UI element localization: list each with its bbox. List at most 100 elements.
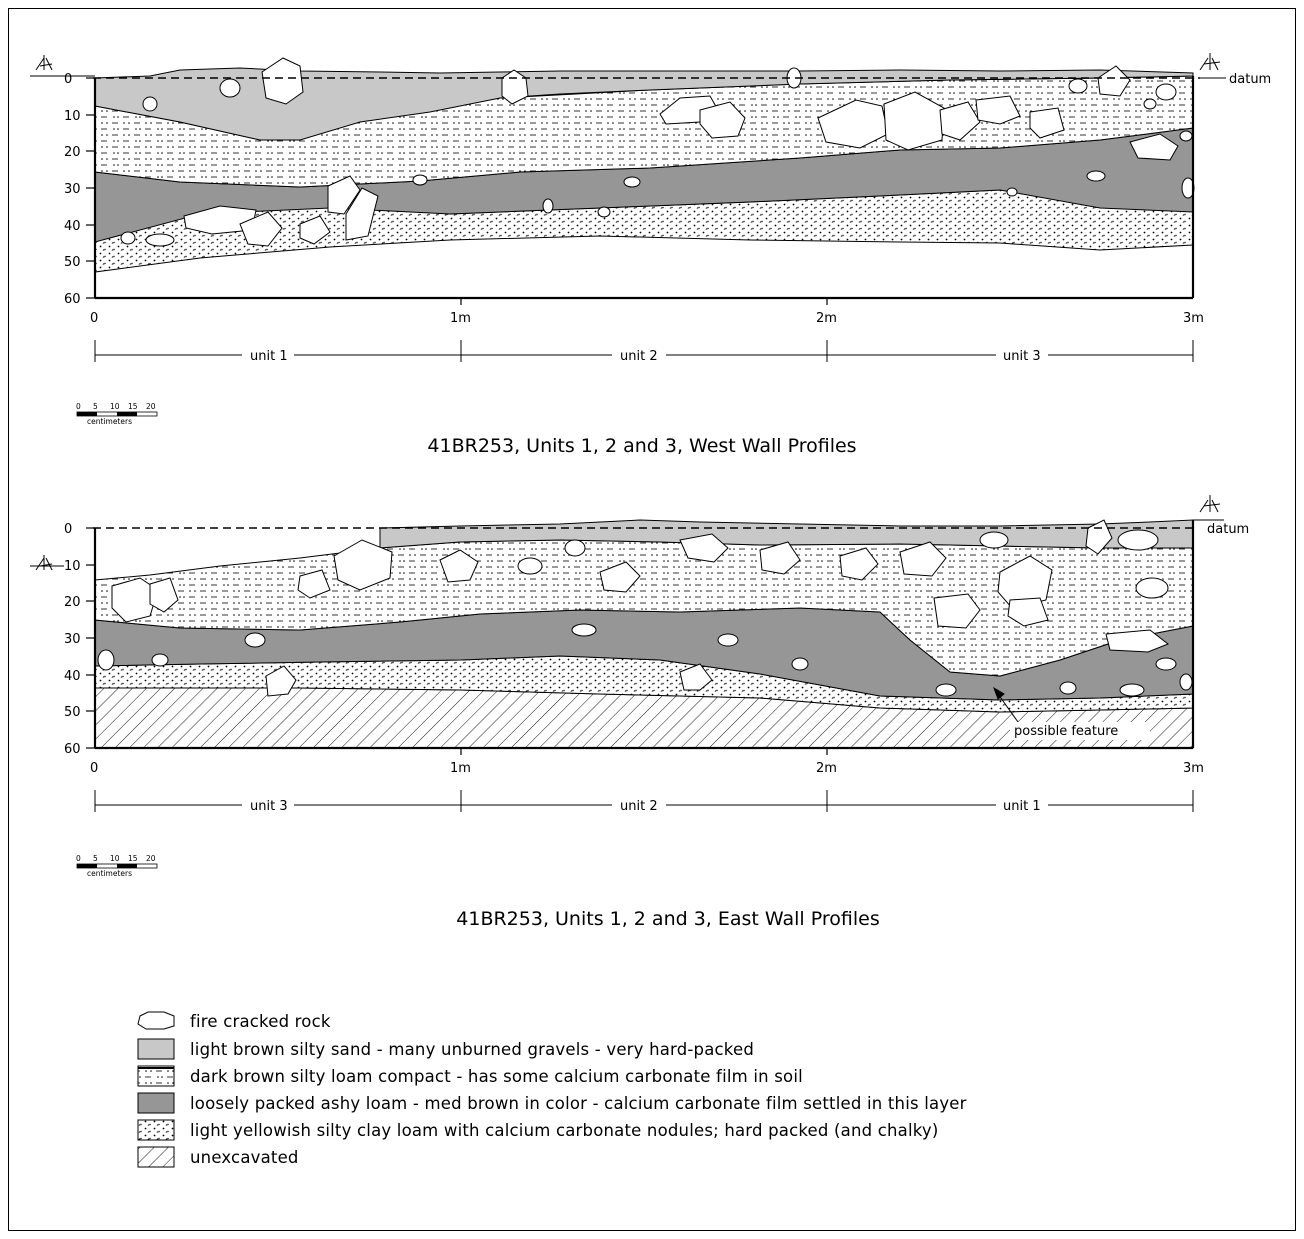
rock <box>883 91 945 151</box>
legend-item: dark brown silty loam compact - has some… <box>137 1065 803 1087</box>
west-title: 41BR253, Units 1, 2 and 3, West Wall Pro… <box>427 435 856 457</box>
west-rocks <box>120 57 1195 247</box>
west-layer-silty-sand <box>94 67 1194 141</box>
dots-swatch <box>137 1119 175 1141</box>
legend-label: dark brown silty loam compact - has some… <box>190 1067 803 1086</box>
rock <box>899 541 947 577</box>
rock <box>1129 133 1179 161</box>
rock <box>979 531 1009 549</box>
west-distance-tick: 0 <box>90 311 98 326</box>
legend-label: loosely packed ashy loam - med brown in … <box>190 1094 967 1113</box>
east-unit-label: unit 2 <box>620 799 658 814</box>
legend-label: light brown silty sand - many unburned g… <box>190 1040 754 1059</box>
legend-item: fire cracked rock <box>137 1011 331 1031</box>
rock <box>542 198 554 214</box>
west-unit-label: unit 2 <box>620 349 658 364</box>
rock <box>939 101 981 141</box>
east-strata <box>94 519 1194 749</box>
east-unit-label: unit 3 <box>250 799 288 814</box>
rock <box>1143 98 1157 110</box>
rock <box>1179 130 1193 142</box>
east-scale-bar: 0 5 10 15 20 centimeters <box>76 854 158 878</box>
rock <box>142 96 158 112</box>
dark-gray-swatch <box>137 1092 175 1114</box>
svg-text:10: 10 <box>110 854 120 863</box>
west-distance-tick: 2m <box>816 311 837 326</box>
rock <box>1155 657 1177 671</box>
east-depth-tick: 40 <box>64 669 81 684</box>
rock <box>219 78 241 98</box>
feature-label-box <box>1010 722 1150 740</box>
rock <box>1007 597 1049 627</box>
rock <box>1117 529 1159 551</box>
grass-icon <box>35 555 53 571</box>
grass-icon <box>35 55 53 71</box>
west-datum-label: datum <box>1229 72 1271 87</box>
rock <box>239 211 283 247</box>
rock <box>791 657 809 671</box>
rock <box>571 623 597 637</box>
rock <box>597 206 611 218</box>
east-distance-tick: 3m <box>1183 761 1204 776</box>
rock <box>679 533 729 563</box>
svg-text:5: 5 <box>93 402 98 411</box>
rock <box>265 665 297 697</box>
figure-frame <box>8 8 1296 1231</box>
rock <box>345 187 379 241</box>
west-depth-tick: 0 <box>64 72 72 87</box>
svg-text:20: 20 <box>146 402 156 411</box>
legend: fire cracked rock light brown silty sand… <box>137 1011 967 1168</box>
west-depth-tick: 40 <box>64 219 81 234</box>
legend-item: unexcavated <box>137 1146 299 1168</box>
rock <box>623 176 641 188</box>
rock <box>517 557 543 575</box>
rock <box>1179 673 1193 691</box>
rock <box>759 541 801 575</box>
east-depth-tick: 30 <box>64 632 81 647</box>
rock <box>149 577 179 613</box>
west-depth-tick: 60 <box>64 292 81 307</box>
rock <box>1006 187 1018 197</box>
rock-swatch-icon <box>137 1011 175 1030</box>
rock <box>1086 170 1106 182</box>
rock <box>244 632 266 648</box>
svg-text:centimeters: centimeters <box>87 417 132 426</box>
rock <box>327 175 361 215</box>
west-depth-tick: 30 <box>64 182 81 197</box>
rock <box>1029 107 1065 139</box>
rock <box>412 174 428 186</box>
rock <box>97 649 115 671</box>
rock <box>145 233 175 247</box>
rock <box>1068 78 1088 94</box>
rock <box>111 577 159 623</box>
legend-label: light yellowish silty clay loam with cal… <box>190 1121 939 1140</box>
west-unit-label: unit 3 <box>1003 349 1041 364</box>
feature-arrow <box>997 693 1019 723</box>
rock <box>151 653 169 667</box>
east-depth-tick: 10 <box>64 559 81 574</box>
dash-dot-swatch <box>137 1065 175 1087</box>
grass-icon <box>1199 495 1221 513</box>
rock <box>839 547 879 581</box>
rock <box>333 539 393 591</box>
east-labels: 0 10 20 30 40 50 60 0 1m 2m 3m unit 3 un… <box>64 522 1249 814</box>
rock <box>1059 681 1077 695</box>
svg-text:0: 0 <box>76 402 81 411</box>
svg-text:0: 0 <box>76 854 81 863</box>
rock <box>975 95 1021 125</box>
rock <box>299 215 331 245</box>
west-scale-bar: 0 5 10 15 20 centimeters <box>76 402 158 426</box>
svg-text:15: 15 <box>128 402 138 411</box>
west-depth-tick: 10 <box>64 109 81 124</box>
rock <box>933 593 981 629</box>
rock <box>717 633 739 647</box>
west-axes <box>30 53 1226 362</box>
west-labels: 0 10 20 30 40 50 60 0 1m 2m 3m unit 1 un… <box>64 72 1271 364</box>
rock <box>1135 577 1169 599</box>
hatch-swatch <box>137 1146 175 1168</box>
west-depth-tick: 50 <box>64 255 81 270</box>
legend-label: unexcavated <box>190 1148 299 1167</box>
rock <box>1155 83 1177 101</box>
svg-text:20: 20 <box>146 854 156 863</box>
